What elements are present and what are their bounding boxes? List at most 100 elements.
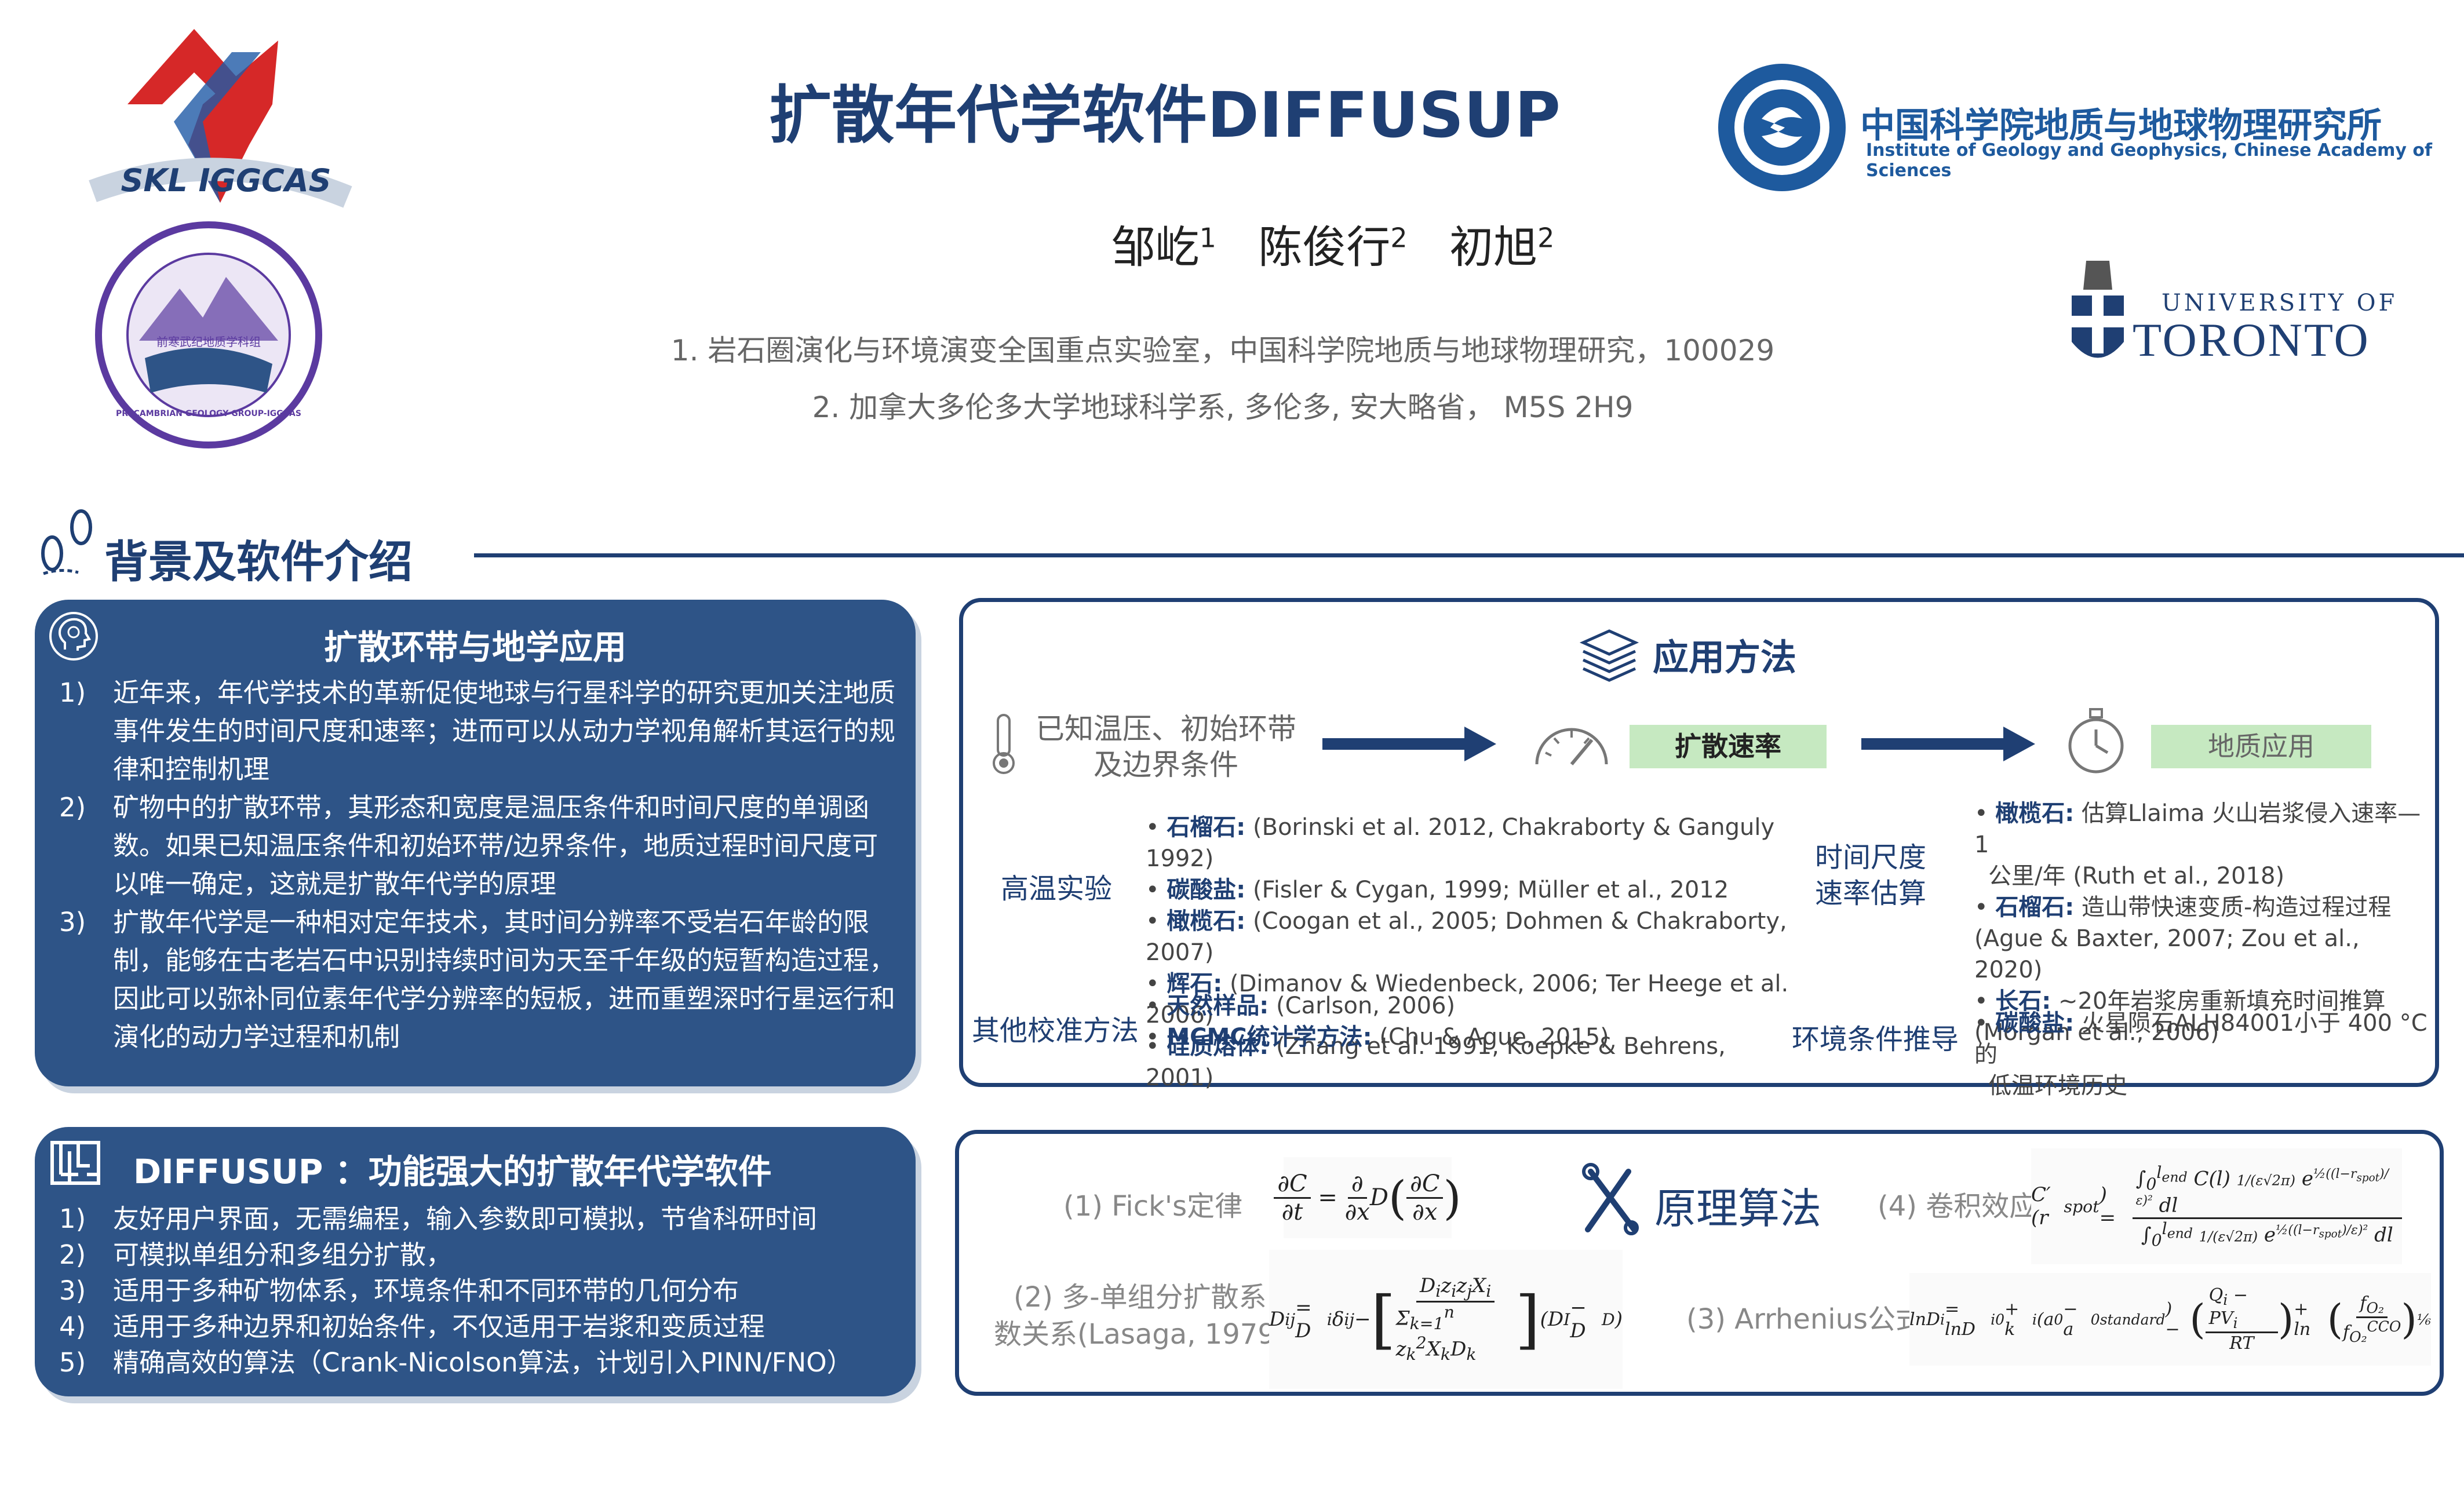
list-number: 1) xyxy=(59,1203,86,1234)
list-item: • 橄榄石: (Coogan et al., 2005; Dohmen & Ch… xyxy=(1146,908,1787,966)
list-item: 1) 友好用户界面，无需编程，输入参数即可模拟，节省科研时间 xyxy=(35,1201,904,1237)
uoft-line2: TORONTO xyxy=(2133,313,2370,366)
algo-title: 原理算法 xyxy=(1654,1184,1822,1233)
list-item: • 辉石: (Dimanov & Wiedenbeck, 2006; Ter H… xyxy=(1146,971,1789,1028)
uoft-crest xyxy=(2063,255,2133,377)
label-line: 时间尺度 xyxy=(1815,841,1927,874)
right-bullets-2: • 碳酸盐: 火星陨石ALH84001小于 400 °C的 低温环境历史 xyxy=(1974,1008,2432,1101)
author-name: 邹屹 xyxy=(1111,221,1200,273)
bullet-value: ~20年岩浆房重新填充时间推算 xyxy=(2051,988,2386,1015)
list-number: 3) xyxy=(59,1275,86,1306)
box-diffusion-applications: 扩散环带与地学应用 1)近年来，年代学技术的革新促使地球与行星科学的研究更加关注… xyxy=(35,600,916,1086)
list-item: (Morgan et al., 2006) xyxy=(1974,1019,2219,1046)
list-item: • 碳酸盐: 火星陨石ALH84001小于 400 °C的 xyxy=(1974,1010,2427,1068)
right-bullets: • 橄榄石: 估算Llaima 火山岩浆侵入速率—1 公里/年 (Ruth et… xyxy=(1974,798,2432,1048)
box-diffusup-features: DIFFUSUP ：功能强大的扩散年代学软件 1) 友好用户界面，无需编程，输入参… xyxy=(35,1127,916,1396)
bullet-value: 火星陨石ALH84001小于 400 °C的 xyxy=(1974,1010,2427,1068)
author-list: 邹屹1 陈俊行2 初旭2 xyxy=(927,211,1738,275)
affiliation-1: 1. 岩石圈演化与环境演变全国重点实验室，中国科学院地质与地球物理研究，1000… xyxy=(670,334,1775,367)
bullet-key: 硅质熔体: xyxy=(1167,1033,1269,1060)
list-item: 低温环境历史 xyxy=(1988,1072,2127,1099)
stopwatch-icon xyxy=(2064,706,2128,776)
list-text: 近年来，年代学技术的革新促使地球与行星科学的研究更加关注地质事件发生的时间尺度和… xyxy=(113,677,896,785)
flow-arrow-2 xyxy=(1861,727,2035,761)
box-application-methods: 应用方法 已知温压、初始环带 及边界条件 扩散速率 地质应用 高温实验 其他校准… xyxy=(959,598,2439,1099)
label-other-calibration: 其他校准方法 xyxy=(972,1015,1139,1047)
methods-title: 应用方法 xyxy=(1653,636,1797,678)
skl-logo: SKL IGGCAS xyxy=(87,17,353,214)
box1-list: 1)近年来，年代学技术的革新促使地球与行星科学的研究更加关注地质事件发生的时间尺… xyxy=(35,674,904,1056)
list-item: • 橄榄石: 估算Llaima 火山岩浆侵入速率—1 xyxy=(1974,800,2421,858)
box2-title: DIFFUSUP ：功能强大的扩散年代学软件 xyxy=(133,1152,772,1191)
bullet-value: (Borinski et al. 2012, Chakraborty & Gan… xyxy=(1146,814,1775,872)
flow-input: 已知温压、初始环带 及边界条件 xyxy=(1027,711,1305,783)
igg-name-en: Institute of Geology and Geophysics, Chi… xyxy=(1866,140,2432,181)
bullet-value: (Carlson, 2006) xyxy=(1269,993,1456,1019)
precambrian-ring-text: PRECAMBRIAN GEOLOGY GROUP-IGGCAS xyxy=(116,409,301,418)
list-item: • 碳酸盐: (Fisler & Cygan, 1999; Müller et … xyxy=(1146,877,1729,903)
author-name: 初旭 xyxy=(1449,221,1538,273)
label-timescale-rate: 时间尺度 速率估算 xyxy=(1815,840,1926,911)
bullet-key: 碳酸盐: xyxy=(1995,1010,2075,1037)
flow-arrow-1 xyxy=(1322,727,1496,761)
thermometer-icon xyxy=(986,712,1021,776)
left-bullets-2: • 天然样品: (Carlson, 2006) • MCMC统计学方法: (Ch… xyxy=(1146,990,1789,1053)
bullet-key: 石榴石: xyxy=(1167,814,1246,841)
bullet-key: 橄榄石: xyxy=(1995,800,2075,827)
label-convolution: (4) 卷积效应 xyxy=(1878,1190,2037,1223)
label-high-temp-experiment: 高温实验 xyxy=(1001,873,1113,905)
list-text: 扩散年代学是一种相对定年技术，其时间分辨率不受岩石年龄的限制，能够在古老岩石中识… xyxy=(113,907,896,1052)
flow-geo-application: 地质应用 xyxy=(2151,725,2371,768)
list-number: 4) xyxy=(59,1311,86,1342)
igg-name-cn: 中国科学院地质与地球物理研究所 xyxy=(1860,105,2382,146)
list-item: • MCMC统计学方法: (Chu & Ague, 2015) xyxy=(1146,1024,1609,1050)
list-item: • 天然样品: (Carlson, 2006) xyxy=(1146,993,1456,1019)
list-item: (Ague & Baxter, 2007; Zou et al., 2020) xyxy=(1974,925,2360,983)
list-number: 5) xyxy=(59,1347,86,1378)
poster-title: 扩散年代学软件DIFFUSUP xyxy=(769,79,1561,152)
bullet-key: 石榴石: xyxy=(1995,894,2075,921)
box2-list: 1)友好用户界面，无需编程，输入参数即可模拟，节省科研时间 2)可模拟单组分和多… xyxy=(35,1201,904,1381)
list-item: 2)矿物中的扩散环带，其形态和宽度是温压条件和时间尺度的单调函数。如果已知温压条… xyxy=(35,789,904,903)
skl-logo-text: SKL IGGCAS xyxy=(121,162,331,199)
bullet-value: (Coogan et al., 2005; Dohmen & Chakrabor… xyxy=(1146,908,1787,966)
uoft-line1: UNIVERSITY OF xyxy=(2162,290,2398,316)
bullet-value: (Chu & Ague, 2015) xyxy=(1372,1024,1609,1050)
bullet-value: 造山带快速变质-构造过程过程 xyxy=(2074,894,2392,921)
bullet-key: MCMC统计学方法: xyxy=(1167,1024,1372,1050)
list-item: 公里/年 (Ruth et al., 2018) xyxy=(1988,863,2285,889)
precambrian-inner-text: 前寒武纪地质学科组 xyxy=(156,335,261,349)
list-text: 友好用户界面，无需编程，输入参数即可模拟，节省科研时间 xyxy=(113,1203,818,1234)
label-environment-derivation: 环境条件推导 xyxy=(1792,1023,1959,1056)
section-title: 背景及软件介绍 xyxy=(104,536,413,588)
bullet-key: 碳酸盐: xyxy=(1167,877,1246,903)
gauge-icon xyxy=(1531,718,1612,770)
section-divider xyxy=(474,553,2464,557)
label-line: 数关系(Lasaga, 1979) xyxy=(994,1318,1286,1351)
list-text: 精确高效的算法（Crank-Nicolson算法，计划引入PINN/FNO） xyxy=(113,1347,853,1378)
bullet-value: (Dimanov & Wiedenbeck, 2006; Ter Heege e… xyxy=(1146,971,1789,1028)
list-text: 可模拟单组分和多组分扩散， xyxy=(113,1239,453,1270)
bullet-key: 橄榄石: xyxy=(1167,908,1246,935)
list-item: 4)适用于多种边界和初始条件，不仅适用于岩浆和变质过程 xyxy=(35,1309,904,1345)
list-text: 适用于多种矿物体系，环境条件和不同环带的几何分布 xyxy=(113,1275,739,1306)
list-item: • 硅质熔体: (Zhang et al. 1991, Koepke & Beh… xyxy=(1146,1033,1726,1091)
flow-diffusion-rate: 扩散速率 xyxy=(1630,725,1827,768)
label-fick-law: (1) Fick's定律 xyxy=(1063,1190,1243,1223)
list-item: • 长石: ~20年岩浆房重新填充时间推算 xyxy=(1974,988,2386,1015)
box1-title: 扩散环带与地学应用 xyxy=(323,628,626,667)
list-item: • 石榴石: 造山带快速变质-构造过程过程 xyxy=(1974,894,2392,921)
igg-emblem xyxy=(1715,61,1849,194)
wrench-icon xyxy=(1579,1163,1643,1238)
list-item: 1)近年来，年代学技术的革新促使地球与行星科学的研究更加关注地质事件发生的时间尺… xyxy=(35,674,904,789)
books-icon xyxy=(1577,625,1641,683)
head-lightbulb-icon xyxy=(48,610,100,662)
bullet-value: (Fisler & Cygan, 1999; Müller et al., 20… xyxy=(1245,877,1729,903)
footprints-icon xyxy=(32,504,101,579)
list-item: • 石榴石: (Borinski et al. 2012, Chakrabort… xyxy=(1146,814,1775,872)
